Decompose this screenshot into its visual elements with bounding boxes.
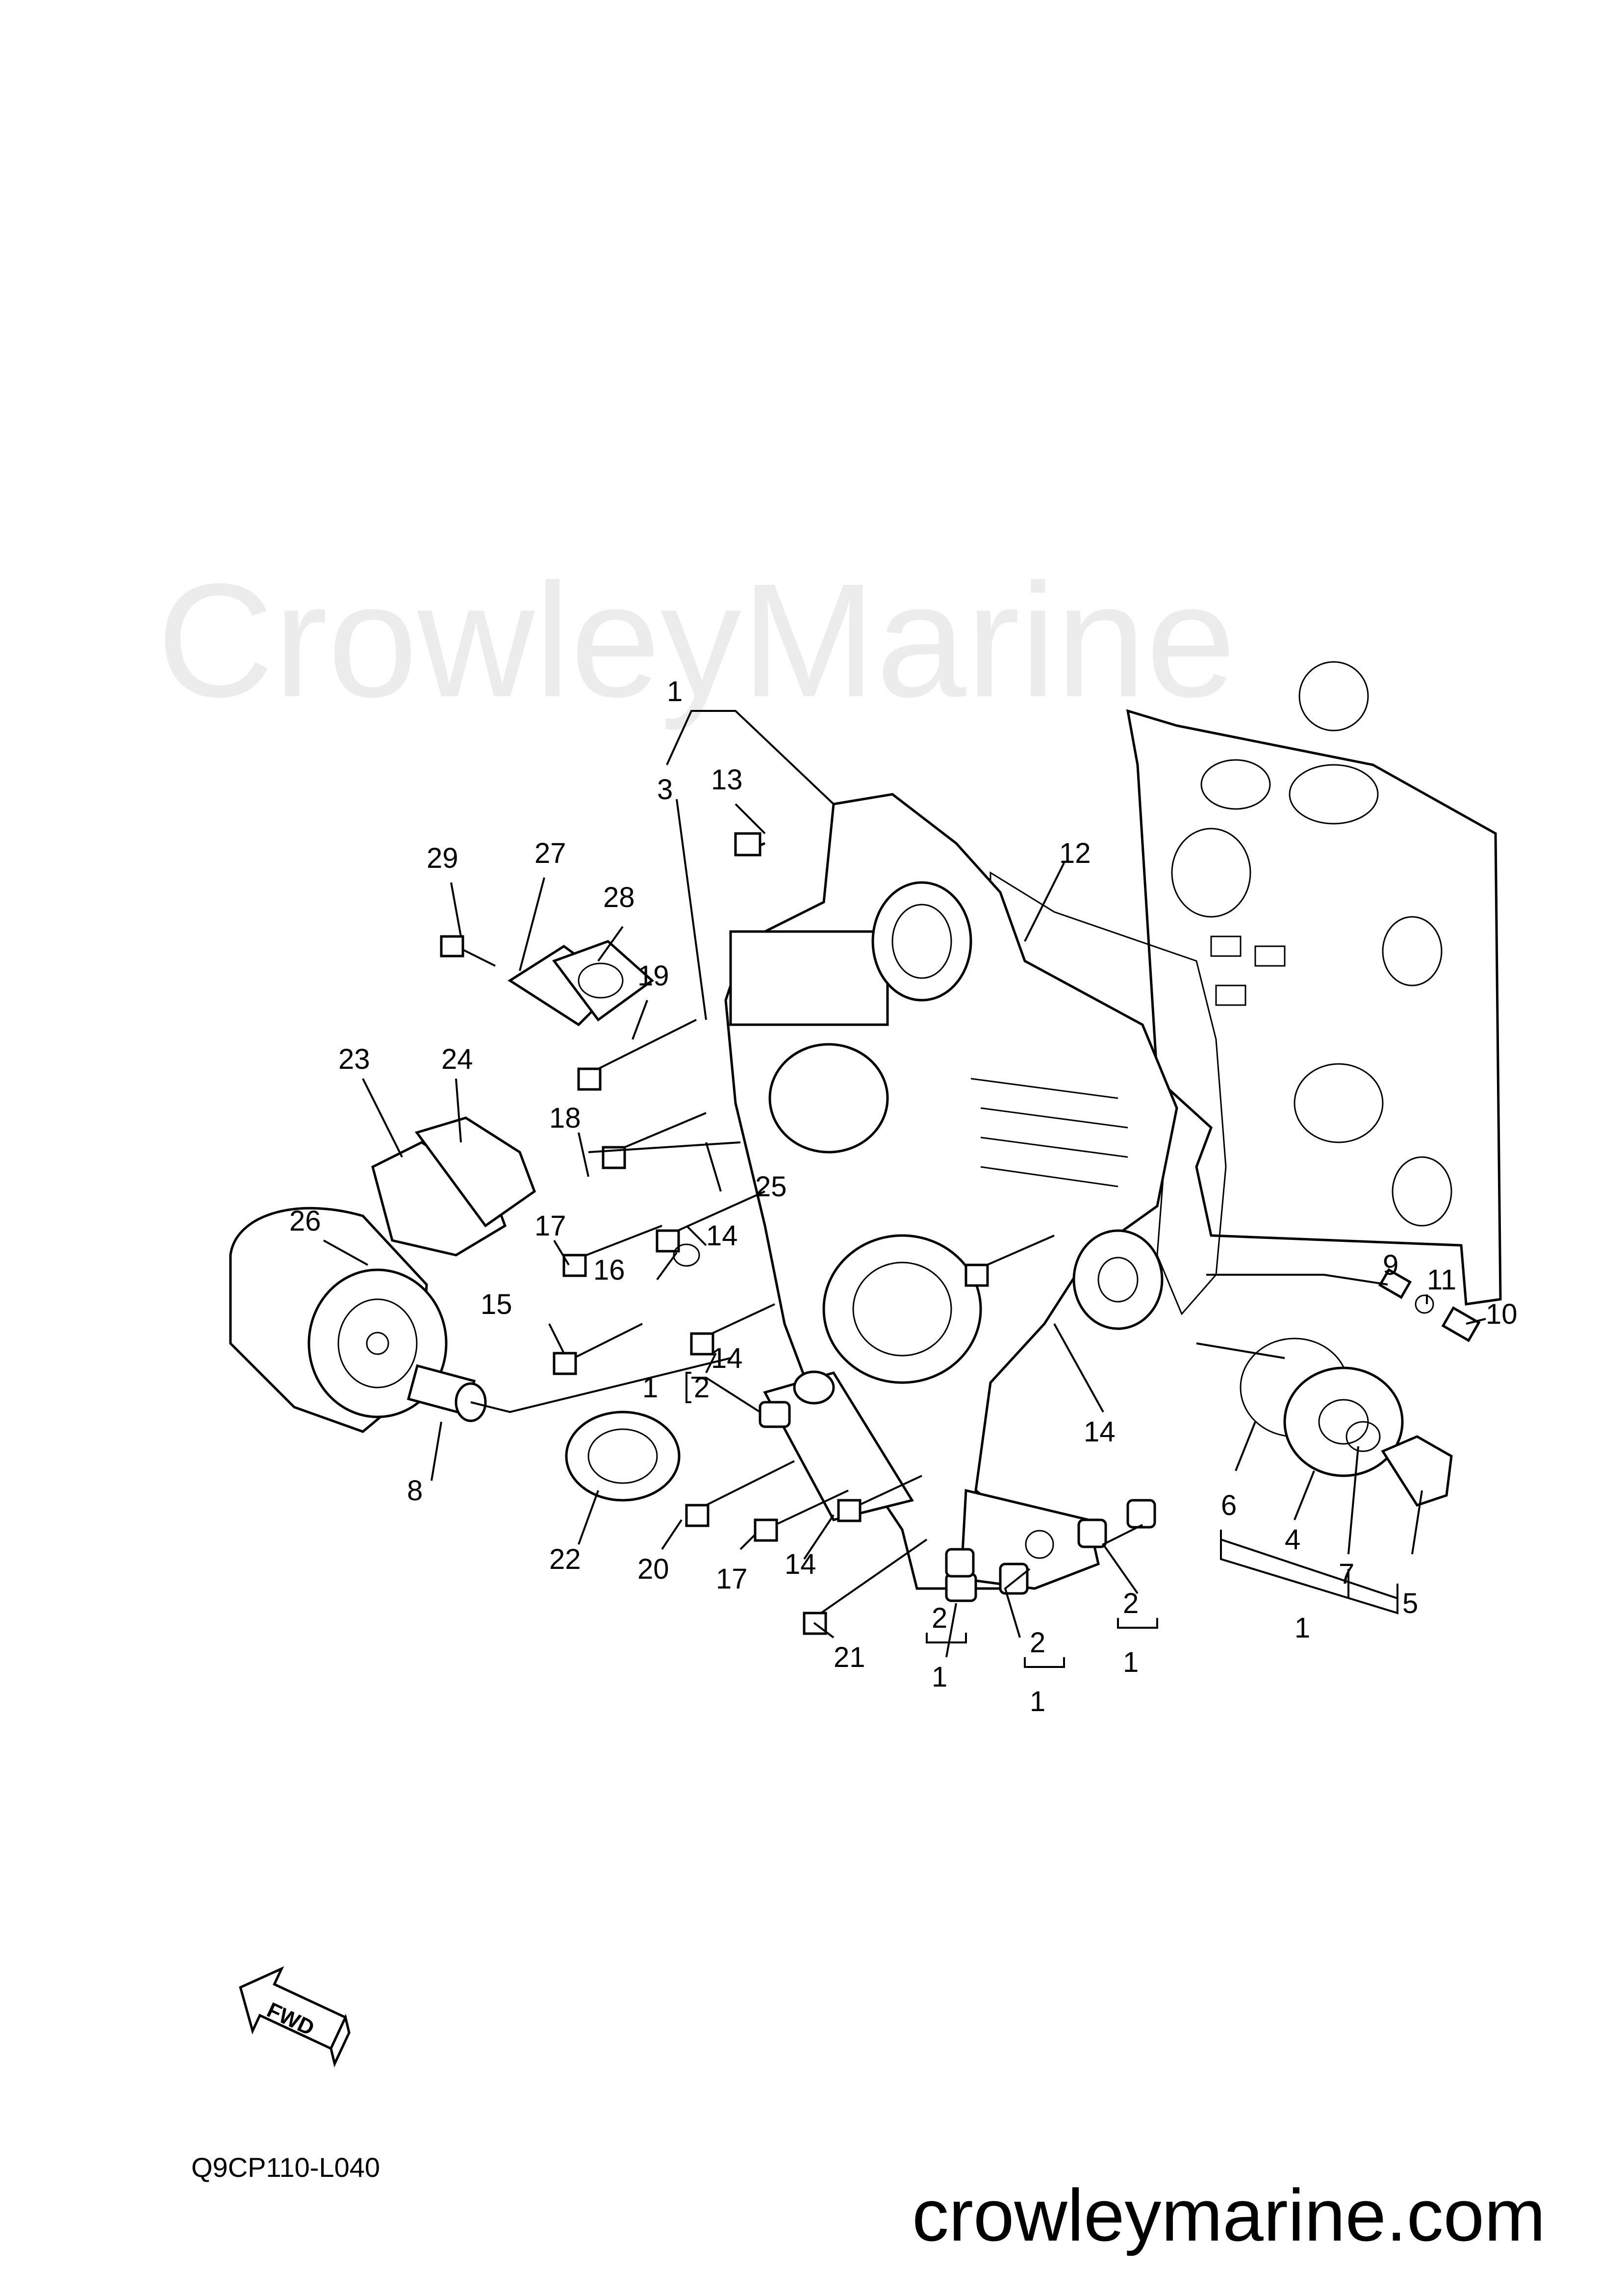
callout-2-b: 2 [1030,1627,1045,1659]
watermark-text: CrowleyMarine [157,550,1236,732]
engine-block-plate [1126,661,1502,1306]
callout-14-upper: 14 [706,1220,738,1252]
callout-17-upper: 17 [534,1210,566,1242]
fwd-arrow-icon: FWD [239,1966,351,2068]
oil-filter-union-bolt [406,1364,487,1422]
callout-4: 4 [1285,1524,1300,1556]
callout-29: 29 [427,842,458,874]
callout-7: 7 [1339,1558,1354,1590]
timing-gear-case [724,793,1178,1590]
oil-seal [565,1411,681,1502]
callout-14-mid: 14 [711,1342,743,1374]
callout-13: 13 [711,764,743,796]
callout-2-c: 2 [1123,1588,1139,1619]
callout-14-right: 14 [1084,1416,1116,1448]
callout-27: 27 [534,837,566,869]
callout-5: 5 [1402,1588,1418,1619]
callout-1-a: 1 [932,1661,947,1693]
callout-11: 11 [1427,1264,1456,1296]
water-pipe-joint [763,1370,914,1521]
oil-filter-mount [1072,1229,1164,1330]
callout-1-top: 1 [667,676,683,707]
drawing-code: Q9CP110-L040 [191,2152,380,2183]
callout-1-b: 1 [1030,1686,1045,1717]
sub-assembly-brackets [685,1372,1158,1668]
callout-15: 15 [481,1288,512,1320]
callout-14-lower: 14 [785,1548,816,1580]
callout-22: 22 [549,1543,581,1575]
site-footer[interactable]: crowleymarine.com [912,2174,1546,2256]
cover-gasket-pair [508,940,654,1027]
callout-1-c: 1 [1123,1646,1139,1678]
callout-21: 21 [834,1641,865,1673]
callout-28: 28 [603,882,635,913]
callout-18: 18 [549,1102,581,1134]
callout-2-a: 2 [932,1602,947,1634]
callout-6: 6 [1221,1489,1237,1521]
callout-1-bracket: 1 [642,1372,658,1404]
callout-10: 10 [1486,1298,1518,1330]
bolts [440,832,1055,1635]
callout-19: 19 [637,960,669,992]
check-valve-parts [1378,1268,1481,1342]
callout-9: 9 [1383,1249,1398,1281]
callout-26: 26 [289,1205,321,1237]
callout-2-bracket: 2 [694,1372,710,1404]
callout-1-right: 1 [1294,1612,1310,1644]
callout-numbers: 1 3 13 12 29 27 28 19 23 24 18 26 25 17 … [289,676,1518,1717]
strainer-cover-assembly [1240,1337,1453,1507]
callout-20: 20 [637,1553,669,1585]
plugs [759,1401,1156,1602]
cover-flange [371,1116,536,1257]
callout-17-lower: 17 [716,1563,748,1595]
leader-lines [323,710,1486,1658]
callout-3: 3 [657,774,673,806]
callout-8: 8 [407,1475,423,1507]
callout-12: 12 [1059,837,1091,869]
callout-25: 25 [755,1171,787,1203]
callout-16: 16 [593,1254,625,1286]
oil-filter-cartridge [229,1207,448,1433]
callout-23: 23 [338,1043,370,1075]
callout-24: 24 [441,1043,473,1075]
